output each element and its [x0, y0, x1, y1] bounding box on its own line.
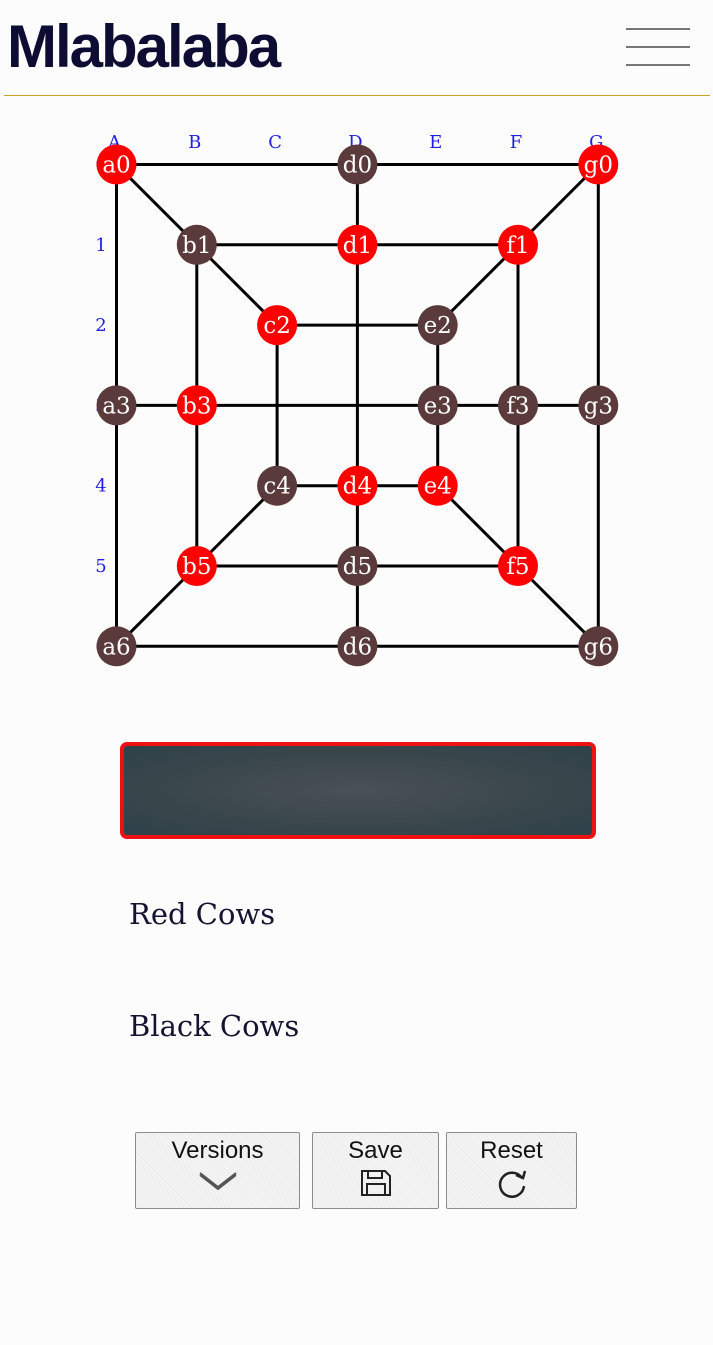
board-point-label: b3 [182, 393, 211, 419]
column-label-f: F [510, 132, 523, 153]
black-cow-piece[interactable] [337, 626, 378, 667]
black-cow-piece[interactable] [578, 626, 619, 667]
black-cows-label: Black Cows [129, 1009, 300, 1043]
board-point-a0[interactable]: a0 [96, 144, 137, 185]
black-cow-piece[interactable] [337, 144, 378, 185]
board-point-d0[interactable]: d0 [337, 144, 378, 185]
reset-button[interactable]: Reset [446, 1132, 577, 1209]
black-cow-piece[interactable] [176, 224, 217, 265]
board-point-d1[interactable]: d1 [337, 224, 378, 265]
hamburger-menu-icon[interactable] [622, 24, 694, 70]
board-point-label: d1 [343, 233, 372, 259]
board-point-label: f3 [506, 393, 529, 419]
red-cow-piece[interactable] [96, 144, 137, 185]
board-point-b5[interactable]: b5 [176, 546, 217, 586]
black-cow-piece[interactable] [96, 626, 137, 667]
floppy-disk-icon [360, 1170, 391, 1196]
board-point-f5[interactable]: f5 [498, 546, 538, 586]
board-point-a3[interactable]: a3 [96, 385, 137, 426]
row-label-5: 5 [95, 556, 106, 577]
status-display [120, 742, 596, 839]
board-point-label: g0 [584, 153, 613, 179]
board-point-f1[interactable]: f1 [498, 224, 538, 265]
game-board: ABCDEFG0123456 a0d0g0b1d1f1c2e2a3b3e3f3g… [95, 132, 619, 667]
column-label-e: E [429, 132, 442, 153]
red-cow-piece[interactable] [176, 546, 217, 586]
board-point-label: d5 [343, 554, 372, 580]
black-cow-piece[interactable] [498, 385, 538, 426]
board-point-label: f5 [506, 554, 529, 580]
red-cow-piece[interactable] [337, 465, 378, 506]
row-label-1: 1 [95, 235, 106, 256]
black-cow-piece[interactable] [257, 465, 298, 506]
red-cow-piece[interactable] [257, 305, 298, 346]
black-cow-piece[interactable] [578, 385, 619, 426]
board-point-b3[interactable]: b3 [176, 385, 217, 426]
black-cow-piece[interactable] [96, 385, 137, 426]
board-point-label: c4 [263, 474, 291, 500]
board-point-g6[interactable]: g6 [578, 626, 619, 667]
board-point-a6[interactable]: a6 [96, 626, 137, 667]
board-point-c2[interactable]: c2 [257, 305, 298, 346]
versions-button[interactable]: Versions [135, 1132, 300, 1209]
board-point-label: e3 [424, 393, 452, 419]
chevron-down-icon [198, 1172, 237, 1191]
red-cow-piece[interactable] [498, 546, 538, 586]
board-point-label: f1 [506, 233, 529, 259]
board-point-d6[interactable]: d6 [337, 626, 378, 667]
board-points: a0 d0 g0 b1 d1 f1 c2 e2 a3 b3 e3 f3 g3 c4 d4 e4 b5 d5 f5 a6… [96, 144, 619, 667]
board-lines [115, 163, 600, 648]
board-point-g3[interactable]: g3 [578, 385, 619, 426]
board-point-label: g6 [584, 634, 613, 660]
board-point-label: a3 [102, 393, 130, 419]
board-point-e2[interactable]: e2 [417, 305, 458, 346]
board-point-label: b5 [182, 554, 211, 580]
header-divider [4, 95, 710, 96]
reset-button-label: Reset [480, 1137, 543, 1164]
board-point-c4[interactable]: c4 [257, 465, 298, 506]
board-point-g0[interactable]: g0 [578, 144, 619, 185]
red-cow-piece[interactable] [176, 385, 217, 426]
black-cow-piece[interactable] [417, 385, 458, 426]
column-label-b: B [188, 132, 201, 153]
row-label-4: 4 [95, 476, 106, 497]
red-cow-piece[interactable] [337, 224, 378, 265]
header: Mlabalaba [0, 0, 713, 96]
board-point-e4[interactable]: e4 [417, 465, 458, 506]
red-cow-piece[interactable] [417, 465, 458, 506]
app-title: Mlabalaba [7, 13, 281, 80]
save-button-label: Save [348, 1137, 403, 1164]
board-point-label: b1 [182, 233, 211, 259]
versions-button-label: Versions [171, 1137, 264, 1164]
board-point-label: e2 [424, 313, 452, 339]
black-cow-piece[interactable] [417, 305, 458, 346]
board-point-label: g3 [584, 393, 613, 419]
red-cows-label: Red Cows [129, 897, 276, 931]
red-cow-piece[interactable] [498, 224, 538, 265]
save-button[interactable]: Save [312, 1132, 439, 1209]
board-point-label: a6 [102, 634, 130, 660]
row-label-2: 2 [95, 315, 106, 336]
board-point-d4[interactable]: d4 [337, 465, 378, 506]
refresh-icon [498, 1170, 526, 1198]
column-label-c: C [268, 132, 282, 153]
board-point-b1[interactable]: b1 [176, 224, 217, 265]
board-point-label: d6 [343, 634, 372, 660]
board-point-label: d4 [343, 474, 372, 500]
board-point-label: d0 [343, 153, 372, 179]
black-cow-piece[interactable] [337, 546, 378, 586]
board-point-label: a0 [102, 153, 130, 179]
board-point-label: e4 [424, 474, 452, 500]
board-point-f3[interactable]: f3 [498, 385, 538, 426]
board-point-e3[interactable]: e3 [417, 385, 458, 426]
board-point-label: c2 [263, 313, 291, 339]
board-point-d5[interactable]: d5 [337, 546, 378, 586]
red-cow-piece[interactable] [578, 144, 619, 185]
